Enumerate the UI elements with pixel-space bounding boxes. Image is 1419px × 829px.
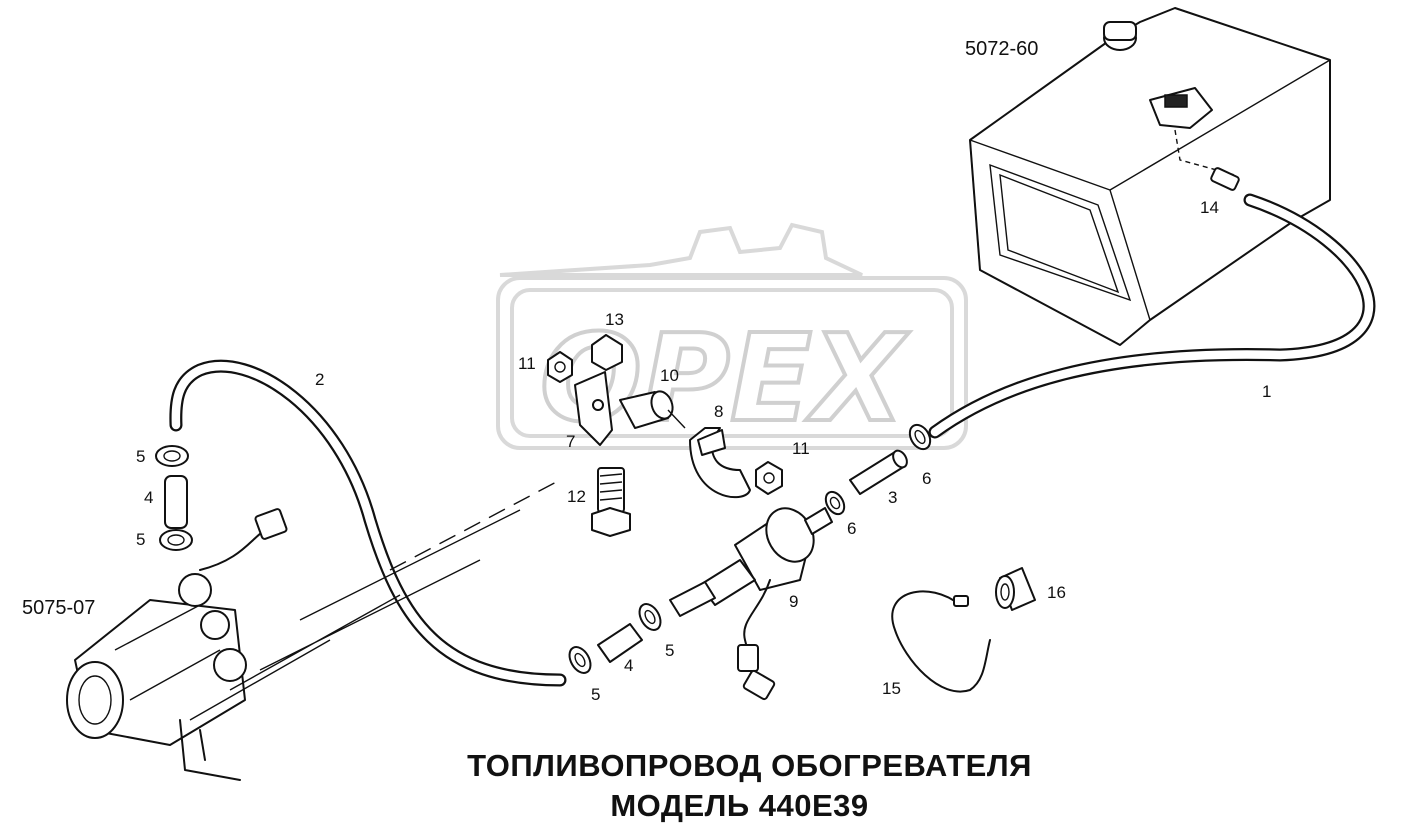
nut-11-upper (547, 351, 573, 383)
callout-4-pump: 4 (624, 656, 633, 675)
clamp-6-upper (908, 423, 932, 451)
callout-14: 14 (1200, 198, 1219, 217)
callout-13: 13 (605, 310, 624, 329)
ref-heater: 5075-07 (22, 597, 95, 619)
bolt-head-13 (591, 334, 623, 371)
grommet-16 (995, 567, 1036, 611)
hose-2 (169, 359, 567, 687)
clamp-5-pump-right (638, 603, 662, 631)
nut-11-lower (755, 461, 783, 495)
clamp-8 (689, 427, 751, 499)
clamp-5-heater-lower (159, 529, 193, 551)
clamp-5-pump-left (568, 646, 592, 674)
callout-5-heater-upper: 5 (136, 447, 145, 466)
callout-labels: 5072-60 5075-07 1 2 3 4 4 5 5 5 5 6 6 7 … (22, 38, 1271, 704)
ref-tank: 5072-60 (965, 38, 1038, 60)
callout-8: 8 (714, 402, 723, 421)
hose-1 (928, 193, 1376, 439)
callout-16: 16 (1047, 583, 1066, 602)
hose-piece-4-heater (164, 475, 188, 529)
clamp-5-heater-upper (155, 445, 189, 467)
callout-1: 1 (1262, 382, 1271, 401)
bracket-7 (574, 371, 613, 446)
callout-5-pump-left: 5 (591, 685, 600, 704)
fuel-pump-9 (669, 507, 833, 701)
diagram-title-line1: ТОПЛИВОПРОВОД ОБОГРЕВАТЕЛЯ (467, 748, 1032, 783)
hose-piece-3 (849, 449, 908, 495)
callout-11-lower: 11 (792, 439, 810, 458)
fuel-tank (969, 7, 1331, 346)
callout-12: 12 (567, 487, 586, 506)
callout-9: 9 (789, 592, 798, 611)
callout-6-lower: 6 (847, 519, 856, 538)
bolt-12 (591, 467, 631, 537)
hose-piece-4-pump (597, 623, 643, 663)
callout-15: 15 (882, 679, 901, 698)
callout-6-upper: 6 (922, 469, 931, 488)
callout-5-heater-lower: 5 (136, 530, 145, 549)
watermark-logo: OPEX (496, 222, 968, 451)
callout-4-heater: 4 (144, 488, 153, 507)
callout-10: 10 (660, 366, 679, 385)
callout-11-upper: 11 (518, 354, 536, 373)
stud-10 (619, 390, 686, 429)
callout-5-pump-right: 5 (665, 641, 674, 660)
clamp-6-lower (824, 490, 846, 516)
heater-unit (66, 508, 288, 781)
callout-3: 3 (888, 488, 897, 507)
mounting-lines (189, 479, 561, 721)
callout-7: 7 (566, 432, 575, 451)
diagram-title-line2: МОДЕЛЬ 440Е39 (610, 788, 869, 823)
tie-strap-15 (891, 590, 991, 693)
callout-2: 2 (315, 370, 324, 389)
